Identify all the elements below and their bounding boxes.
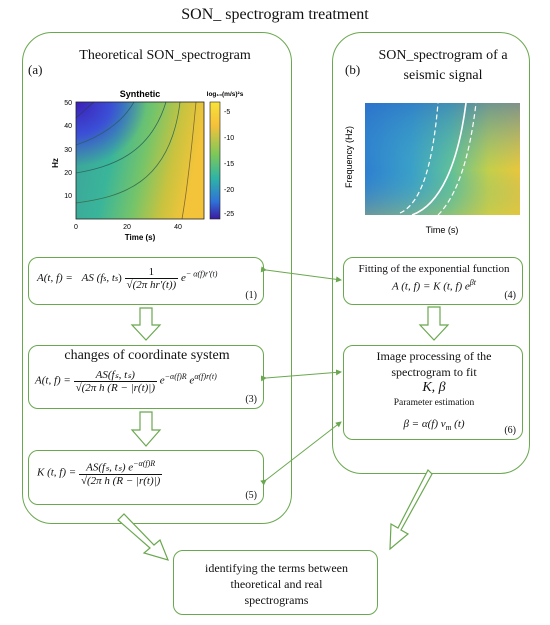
colorbar-tick-20: -20: [224, 187, 234, 194]
seismic-panel-title-line2: seismic signal: [403, 68, 483, 83]
x-tick-0: 0: [74, 224, 78, 231]
eq3-lhs: A(t, f) =: [35, 374, 71, 387]
equation-6-box: Image processing of the spectrogram to f…: [343, 345, 523, 440]
eq4-line2-power: βt: [469, 278, 476, 287]
synthetic-chart-title: Synthetic: [120, 89, 161, 99]
colorbar-tick-5: -5: [224, 109, 230, 116]
colorbar-title: log₁₀(m/s)²s: [207, 91, 244, 98]
colorbar-tick-15: -15: [224, 161, 234, 168]
x-tick-20: 20: [123, 224, 131, 231]
conclusion-line1: identifying the terms between: [205, 561, 348, 575]
eq3-tail-power1: −α(f)R: [164, 371, 187, 381]
diagram-title: SON_ spectrogram treatment: [181, 6, 369, 23]
equation-3: A(t, f) = AS(fₛ, tₛ) √(2π h (R − |r(t)|)…: [35, 368, 217, 394]
eq3-fraction: AS(fₛ, tₛ) √(2π h (R − |r(t)|): [73, 368, 157, 394]
equation-3-box: changes of coordinate system A(t, f) = A…: [28, 345, 264, 409]
seismic-panel-title-line1: SON_spectrogram of a: [378, 48, 508, 63]
eq5-fraction: AS(fₛ, tₛ) e−α(f)R √(2π h (R − |r(t)|): [78, 459, 163, 487]
conclusion-box: identifying the terms between theoretica…: [173, 550, 378, 615]
eq3-heading: changes of coordinate system: [64, 348, 230, 363]
eq3-tail-power2: α(f)r(t): [194, 371, 217, 381]
eq3-number: (3): [245, 394, 257, 405]
eq4-number: (4): [504, 290, 516, 301]
eq1-number: (1): [245, 290, 257, 301]
eq1-numerator: 1: [124, 266, 179, 279]
equation-5: K (t, f) = AS(fₛ, tₛ) e−α(f)R √(2π h (R …: [37, 459, 163, 487]
y-tick-50: 50: [64, 100, 72, 107]
equation-4-box: Fitting of the exponential function A (t…: [343, 257, 523, 305]
y-axis-label: Hz: [51, 158, 60, 168]
eq4-line2: A (t, f) = K (t, f) eβt: [344, 278, 524, 293]
eq6-line5-text: β = α(f) v: [403, 418, 446, 430]
eq5-lhs: K (t, f) =: [37, 466, 77, 479]
eq6-line2: spectrogram to fit: [391, 365, 477, 379]
seismic-spectrogram-chart: Frequency (Hz) Time (s): [344, 102, 520, 235]
panel-b-label: (b): [345, 62, 361, 77]
y-tick-10: 10: [64, 193, 72, 200]
equation-5-box: K (t, f) = AS(fₛ, tₛ) e−α(f)R √(2π h (R …: [28, 450, 264, 505]
eq5-denominator: √(2π h (R − |r(t)|): [80, 474, 161, 487]
colorbar-tick-10: -10: [224, 135, 234, 142]
theoretical-panel-title: Theoretical SON_spectrogram: [79, 48, 251, 63]
eq3-numerator: AS(fₛ, tₛ): [73, 368, 157, 382]
colorbar-tick-25: -25: [224, 211, 234, 218]
y-tick-40: 40: [64, 123, 72, 130]
seismic-x-axis-label: Time (s): [426, 225, 459, 235]
eq5-numerator: AS(fₛ, tₛ) e−α(f)R: [78, 459, 163, 475]
eq6-number: (6): [504, 425, 516, 436]
eq1-exp-power: − α(f)r′(t): [185, 269, 218, 279]
eq1-denominator: √(2π hr′(t)): [126, 279, 177, 291]
eq6-line3: K, β: [422, 380, 446, 395]
eq3-tail2: e: [189, 374, 195, 387]
eq1-coef: AS (f: [81, 272, 104, 285]
eq4-line1: Fitting of the exponential function: [358, 263, 510, 275]
x-axis-label: Time (s): [125, 233, 156, 242]
eq3-denominator: √(2π h (R − |r(t)|): [75, 382, 155, 394]
eq6-line1: Image processing of the: [376, 349, 492, 363]
eq1-lhs: A(t, f) =: [37, 272, 73, 285]
equation-1-box: A(t, f) = AS (fs, ts) 1 √(2π hr′(t)) e− …: [28, 257, 264, 305]
synthetic-spectrogram-chart: Synthetic 50 40 30 20 10 Hz 0 20 40 Time…: [51, 89, 244, 242]
eq5-number: (5): [245, 490, 257, 501]
y-tick-30: 30: [64, 147, 72, 154]
eq6-line5-sub: m: [445, 423, 452, 433]
panel-a-label: (a): [28, 62, 43, 77]
eq6-line5-tail: (t): [451, 418, 465, 430]
x-tick-40: 40: [174, 224, 182, 231]
conclusion-line2: theoretical and real: [230, 577, 323, 591]
eq1-fraction: 1 √(2π hr′(t)): [124, 266, 179, 291]
eq5-numerator-power: −α(f)R: [133, 459, 156, 468]
eq3-tail: e: [159, 374, 165, 387]
eq1-exp: e: [180, 272, 186, 285]
y-tick-20: 20: [64, 170, 72, 177]
conclusion-line3: spectrograms: [244, 593, 309, 607]
eq6-line4: Parameter estimation: [393, 398, 475, 408]
equation-1: A(t, f) = AS (fs, ts) 1 √(2π hr′(t)) e− …: [37, 266, 218, 291]
hollow-arrow-right-to-bottom: [389, 468, 433, 551]
eq4-line2-text: A (t, f) = K (t, f) e: [391, 280, 470, 293]
seismic-y-axis-label: Frequency (Hz): [344, 126, 354, 188]
eq5-numerator-text: AS(fₛ, tₛ) e: [86, 461, 134, 474]
eq6-line5: β = α(f) vm (t): [344, 418, 524, 432]
